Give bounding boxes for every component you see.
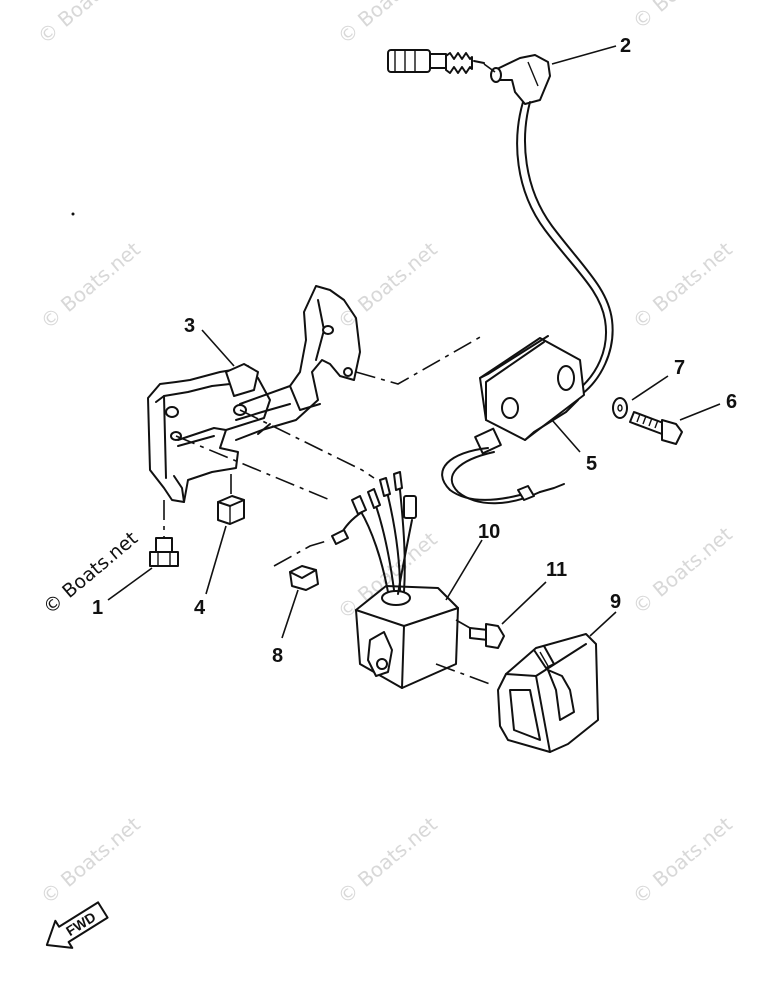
cdi-bolt-right [469,623,505,649]
callout-2: 2 [620,35,631,57]
callout-9: 9 [610,591,621,613]
damper [217,474,245,525]
washer [612,397,628,419]
watermark: © Boats.net [36,237,145,334]
leader-lines [107,45,721,639]
watermark-layer: © Boats.net © Boats.net © Boats.net © Bo… [33,0,737,909]
callout-4: 4 [194,597,206,619]
callout-5: 5 [586,453,597,475]
callout-7: 7 [674,357,685,379]
spark-plug-cap [490,54,614,395]
callout-10: 10 [478,521,500,543]
watermark: © Boats.net [628,237,737,334]
ignition-coil [441,335,585,505]
cdi-unit [331,471,459,689]
spark-plug [387,49,485,74]
callout-1: 1 [92,597,103,619]
bracket-bolt [149,500,179,567]
watermark: © Boats.net [333,812,442,909]
watermark: © Boats.net [628,812,737,909]
callout-11: 11 [546,559,567,581]
watermark: © Boats.net [628,522,737,619]
watermark: © Boats.net [39,527,142,618]
coil-bolt [629,411,683,445]
cdi-bolt-left [289,565,319,591]
callout-3: 3 [184,315,195,337]
ignition-bracket [147,285,361,503]
callout-8: 8 [272,645,283,667]
callout-6: 6 [726,391,737,413]
watermark: © Boats.net [333,0,442,49]
watermark: © Boats.net [628,0,737,34]
stray-mark [71,212,75,216]
watermark: © Boats.net [33,0,142,49]
cdi-cover [497,633,599,753]
watermark: © Boats.net [36,812,145,909]
callout-labels: 1 2 3 4 5 6 7 8 9 10 11 [92,35,737,667]
watermark: © Boats.net [333,237,442,334]
assembly-lines [175,63,496,685]
